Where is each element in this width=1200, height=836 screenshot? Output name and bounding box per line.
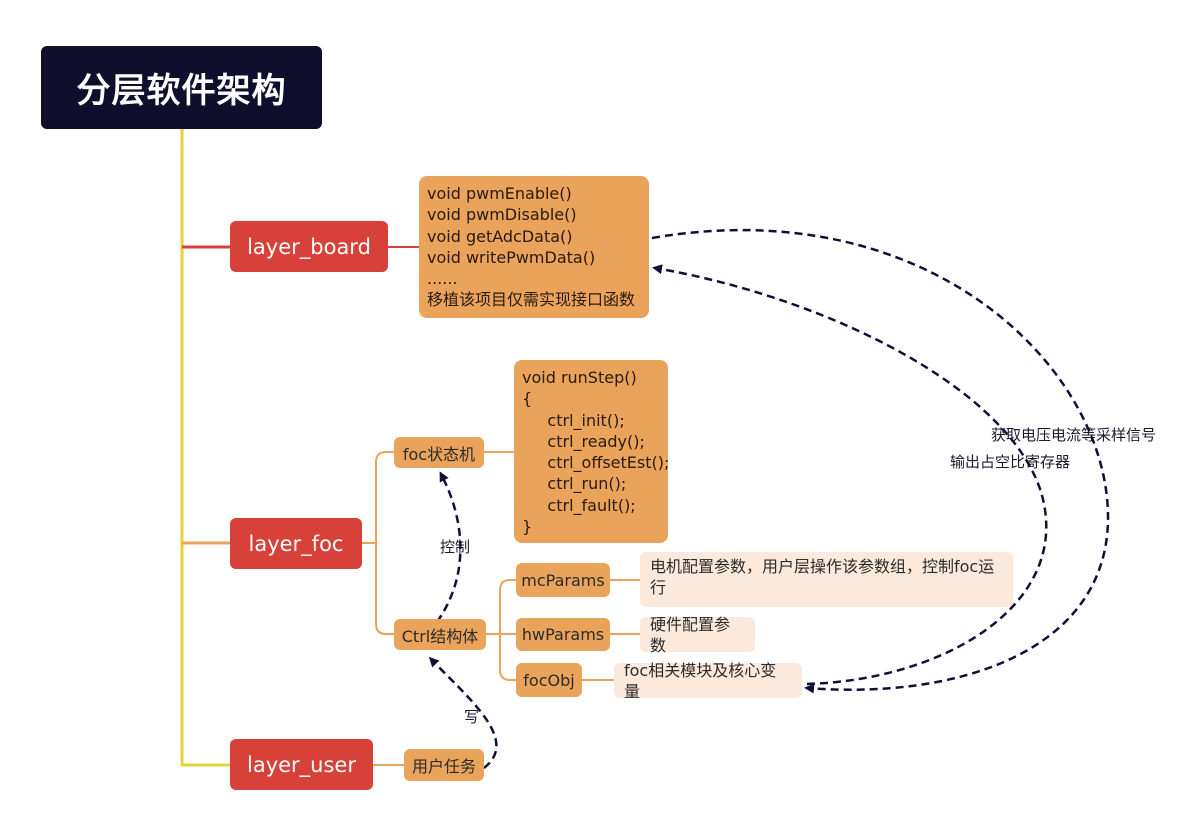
params-to-notes	[582, 579, 640, 681]
focobj-desc-line: foc相关模块及核心变量	[624, 660, 777, 701]
foc-state-machine-node[interactable]: foc状态机	[394, 437, 484, 468]
mcparams-description: 电机配置参数，用户层操作该参数组，控制foc运 行	[640, 552, 1013, 607]
board-line: void pwmDisable()	[427, 205, 577, 225]
runstep-line: void runStep()	[522, 368, 637, 387]
board-line: void writePwmData()	[427, 247, 596, 267]
board-line: void pwmEnable()	[427, 184, 572, 203]
arrow-sample	[651, 228, 1110, 694]
arrow-write	[428, 656, 498, 769]
mcparams-desc-line: 行	[650, 578, 667, 597]
mcparams-desc-line: 电机配置参数，用户层操作该参数组，控制foc运	[650, 557, 995, 576]
board-line: 移植该项目仅需实现接口函数	[427, 290, 636, 310]
board-interface-box[interactable]: void pwmEnable() void pwmDisable() void …	[419, 176, 649, 318]
board-line: void getAdcData()	[427, 226, 573, 246]
runstep-line: ctrl_fault();	[522, 495, 636, 515]
arrow-output	[652, 264, 1048, 686]
param-hwparams-node[interactable]: hwParams	[516, 618, 610, 651]
ctrl-to-params	[486, 579, 516, 681]
arrow-control	[435, 471, 462, 623]
hwparams-description: 硬件配置参数	[640, 615, 755, 655]
runstep-line: ctrl_ready();	[522, 431, 645, 451]
board-line: ......	[427, 269, 458, 289]
hwparams-desc-line: 硬件配置参数	[650, 614, 731, 655]
user-task-node[interactable]: 用户任务	[404, 749, 484, 781]
param-mcparams-node[interactable]: mcParams	[516, 563, 610, 597]
param-focobj-node[interactable]: focObj	[516, 663, 582, 697]
layer-board-node[interactable]: layer_board	[230, 221, 388, 272]
runstep-box[interactable]: void runStep() { ctrl_init(); ctrl_ready…	[514, 360, 670, 543]
runstep-line: ctrl_offsetEst();	[522, 453, 670, 473]
output-arrow-label: 输出占空比寄存器	[950, 453, 1071, 471]
control-arrow-label: 控制	[440, 538, 471, 556]
runstep-line: ctrl_init();	[522, 410, 625, 430]
layer-user-node[interactable]: layer_user	[230, 739, 373, 790]
layer-foc-node[interactable]: layer_foc	[230, 518, 362, 569]
trunk-line	[180, 129, 230, 767]
runstep-line: ctrl_run();	[522, 474, 627, 494]
runstep-line: {	[522, 389, 533, 409]
sample-arrow-label: 获取电压电流等采样信号	[991, 426, 1157, 444]
ctrl-struct-node[interactable]: Ctrl结构体	[394, 619, 486, 650]
focobj-description: foc相关模块及核心变量	[614, 661, 802, 701]
write-arrow-label: 写	[464, 708, 480, 726]
page-title: 分层软件架构	[41, 46, 322, 129]
foc-to-children	[362, 451, 394, 635]
runstep-line: }	[522, 517, 533, 537]
